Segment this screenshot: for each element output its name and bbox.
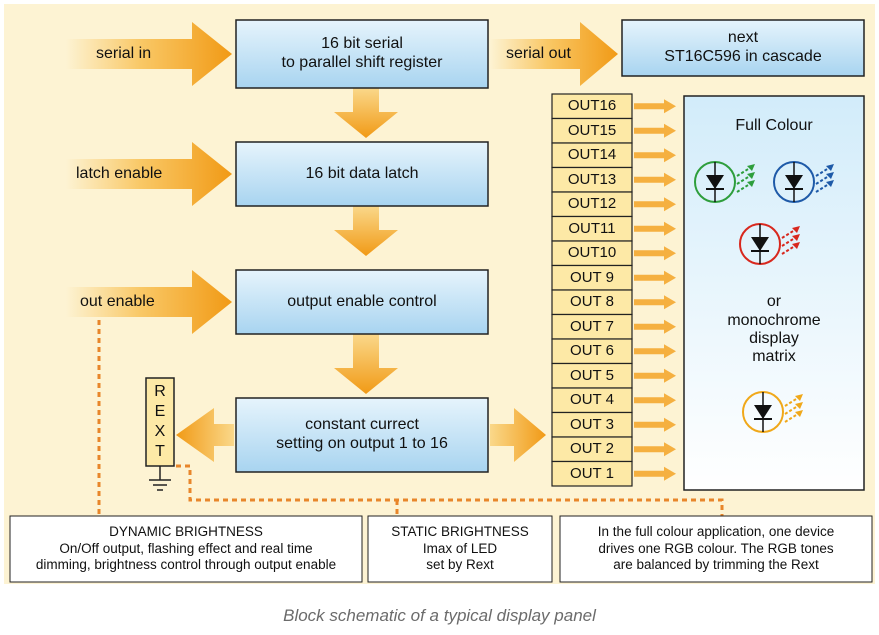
static-brightness-text: STATIC BRIGHTNESS Imax of LED set by Rex… [391, 524, 529, 573]
output-pin-label: OUT14 [567, 146, 617, 164]
figure-caption: Block schematic of a typical display pan… [283, 605, 596, 625]
output-arrow [634, 123, 676, 138]
serial-out-arrow [490, 22, 618, 86]
rext-label: R E X T [146, 382, 174, 462]
dashed-line-rext [176, 464, 724, 518]
latch-enable-arrow [66, 142, 232, 206]
dynamic-brightness-text: DYNAMIC BRIGHTNESS On/Off output, flashi… [35, 524, 337, 573]
output-pin-box [551, 264, 633, 291]
output-pin-box [551, 240, 633, 267]
led-icon [742, 391, 803, 433]
output-pin-box [551, 191, 633, 218]
serial-in-label: serial in [96, 44, 152, 62]
output-pin-label: OUT13 [567, 170, 617, 188]
output-pin-label: OUT15 [567, 121, 617, 139]
data-latch-block [235, 141, 489, 207]
output-arrow [634, 99, 676, 114]
output-enable-label: output enable control [287, 292, 437, 310]
down-arrow-1 [334, 88, 398, 138]
led-icon [773, 161, 834, 203]
output-arrow [634, 442, 676, 457]
ground-symbol [149, 466, 171, 491]
rgb-note-box [559, 515, 873, 583]
output-pin-box [551, 142, 633, 169]
down-arrow-2 [334, 206, 398, 256]
led-icon [694, 161, 755, 203]
output-pin-label: OUT10 [567, 244, 617, 262]
output-pin-box [551, 460, 633, 487]
rext-letter: X [154, 423, 166, 440]
output-arrow [634, 295, 676, 310]
output-arrow [634, 466, 676, 481]
output-pin-label: OUT 6 [570, 342, 614, 360]
constant-current-label: constant currect setting on output 1 to … [276, 416, 448, 452]
constant-current-block [235, 397, 489, 473]
dashed-connectors [97, 320, 724, 518]
static-brightness-box [367, 515, 553, 583]
output-arrow [634, 417, 676, 432]
output-arrow [634, 270, 676, 285]
output-arrow [634, 197, 676, 212]
led-symbols [694, 161, 834, 433]
output-pin-box [551, 117, 633, 144]
led-icon [739, 223, 800, 265]
panel-title: Full Colour [735, 116, 813, 134]
shift-register-label: 16 bit serial to parallel shift register [281, 35, 443, 71]
panel-alt-text: or monochrome display matrix [727, 293, 821, 366]
shift-register-block [235, 19, 489, 89]
latch-enable-label: latch enable [76, 164, 163, 182]
left-arrow-to-rext [176, 408, 234, 462]
output-pin-label: OUT12 [567, 195, 617, 213]
rext-resistor [145, 377, 175, 467]
output-arrow [634, 221, 676, 236]
output-pin-box [551, 93, 633, 120]
rext-letter: T [155, 443, 165, 460]
output-arrow [634, 393, 676, 408]
dynamic-brightness-box [9, 515, 363, 583]
serial-out-label: serial out [506, 44, 571, 62]
output-pin-box [551, 387, 633, 414]
output-pin-label: OUT11 [568, 219, 616, 237]
output-pin-label: OUT 7 [570, 317, 614, 335]
output-pin-box [551, 289, 633, 316]
output-pin-label: OUT 2 [570, 440, 614, 458]
serial-in-arrow [66, 22, 232, 86]
output-arrow [634, 344, 676, 359]
output-pin-box [551, 362, 633, 389]
output-pin-box [551, 215, 633, 242]
down-arrow-3 [334, 334, 398, 394]
output-pin-label: OUT 1 [570, 464, 614, 482]
output-pin-box [551, 338, 633, 365]
output-pin-label: OUT 9 [570, 268, 614, 286]
out-enable-arrow [66, 270, 232, 334]
output-arrow [634, 319, 676, 334]
output-pin-label: OUT 8 [570, 293, 614, 311]
output-arrow [634, 148, 676, 163]
next-device-label: next ST16C596 in cascade [664, 29, 822, 65]
output-pin-label: OUT 3 [570, 415, 614, 433]
output-pin-label: OUT 4 [570, 391, 614, 409]
rgb-note-text: In the full colour application, one devi… [597, 524, 835, 573]
output-arrow [634, 172, 676, 187]
output-enable-block [235, 269, 489, 335]
output-pins [551, 93, 676, 487]
out-enable-label: out enable [80, 292, 155, 310]
output-pin-label: OUT16 [567, 97, 617, 115]
data-latch-label: 16 bit data latch [305, 164, 419, 182]
output-arrow [634, 368, 676, 383]
right-arrow-to-outputs [490, 408, 546, 462]
output-pin-box [551, 411, 633, 438]
output-arrow [634, 246, 676, 261]
output-pin-label: OUT 5 [570, 366, 614, 384]
rext-letter: E [154, 403, 166, 420]
rext-letter: R [154, 383, 166, 400]
next-device-block [621, 19, 865, 77]
